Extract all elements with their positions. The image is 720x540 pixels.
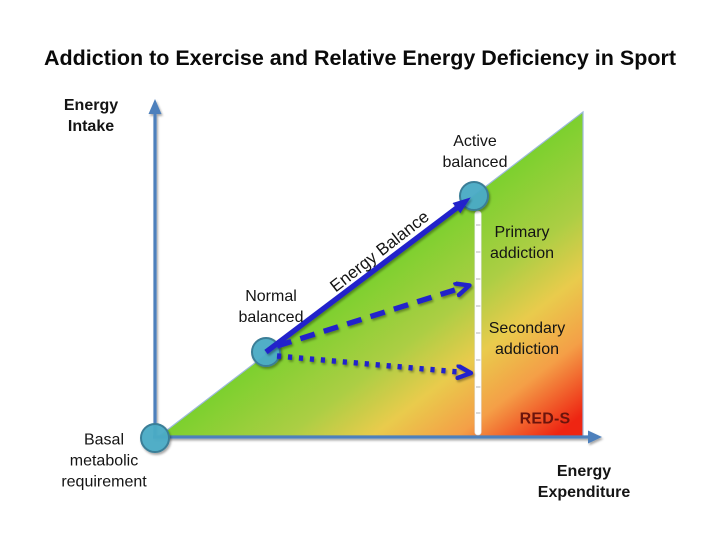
axes — [148, 99, 602, 444]
threshold-ticks — [476, 224, 481, 414]
active-balanced-label: Active balanced — [442, 132, 508, 171]
threshold-bar — [474, 210, 482, 436]
basal-point — [140, 423, 170, 453]
basal-metabolic-label: Basal metabolic requirement — [61, 431, 147, 491]
pathway-arrows — [264, 197, 471, 372]
x-axis-arrowhead-icon — [588, 430, 602, 444]
y-axis-label: Energy Intake — [63, 96, 119, 135]
reds-label: RED-S — [519, 410, 571, 428]
active-balanced-point — [459, 181, 489, 211]
secondary-addiction-arrow — [276, 353, 459, 372]
y-axis-arrowhead-icon — [148, 99, 162, 114]
energy-balance-arrow — [264, 197, 471, 355]
normal-balanced-label: Normal balanced — [238, 287, 304, 326]
primary-addiction-arrow — [276, 289, 458, 349]
secondary-addiction-label: Secondary addiction — [488, 319, 566, 358]
primary-addiction-label: Primary addiction — [489, 223, 555, 262]
diagram-title: Addiction to Exercise and Relative Energ… — [43, 45, 677, 70]
reds-threshold-bar — [474, 210, 482, 436]
x-axis-label: Energy Expenditure — [537, 462, 631, 501]
